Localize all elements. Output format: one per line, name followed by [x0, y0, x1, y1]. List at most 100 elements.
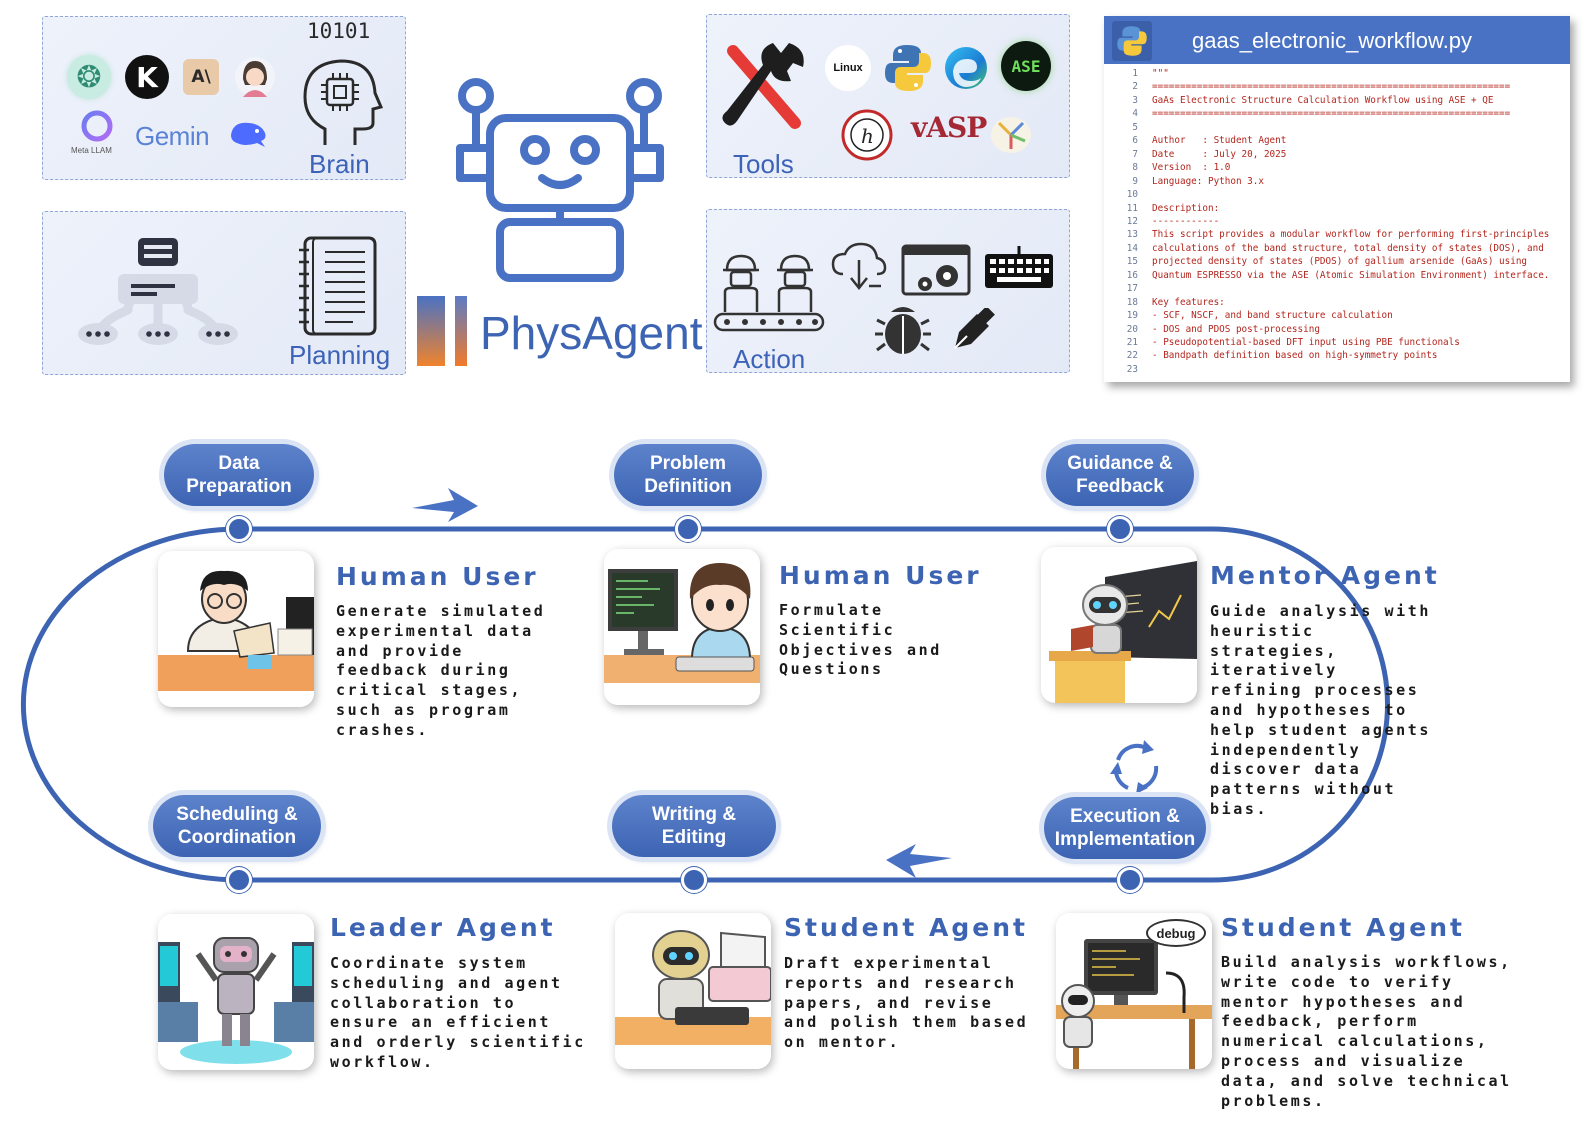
code-line-number: 14 — [1126, 242, 1138, 254]
student-writer-illustration — [615, 913, 771, 1069]
browser-settings-icon — [901, 244, 973, 298]
stage-problem-definition: Problem Definition — [614, 444, 762, 506]
code-line-number: 5 — [1132, 121, 1138, 133]
action-panel: Action — [706, 209, 1070, 374]
code-line-number: 3 — [1132, 94, 1138, 106]
code-line-text: Description: — [1152, 202, 1220, 214]
code-line: 4 =======================================… — [1104, 108, 1570, 122]
code-line: 2=======================================… — [1104, 81, 1570, 95]
notebook-icon — [295, 234, 381, 338]
action-label: Action — [733, 344, 806, 374]
brain-binary: 10101 — [307, 19, 371, 43]
code-line-number: 7 — [1132, 148, 1138, 160]
code-line-text: Language: Python 3.x — [1152, 175, 1264, 187]
edge-logo — [943, 45, 989, 91]
code-line-number: 2 — [1132, 81, 1138, 93]
code-line-number: 1 — [1132, 68, 1138, 79]
code-line-number: 19 — [1126, 310, 1138, 322]
code-line-text: This script provides a modular workflow … — [1152, 229, 1550, 241]
code-line: 10 — [1104, 189, 1570, 203]
code-line-number: 9 — [1132, 175, 1138, 187]
stage-writing-editing: Writing & Editing — [612, 795, 776, 857]
forward-arrow-icon — [412, 488, 478, 522]
code-line: 12 ------------ — [1104, 216, 1570, 230]
robot-icon — [450, 70, 670, 286]
code-line: 14 calculations of the band structure, to… — [1104, 243, 1570, 257]
code-line-number: 10 — [1126, 189, 1138, 201]
code-line-number: 6 — [1132, 135, 1138, 147]
node-dot — [226, 516, 252, 542]
code-line: 7 Date : July 20, 2025 — [1104, 149, 1570, 163]
gemini-logo: Gemin — [135, 121, 210, 151]
physagent-title: PhysAgent — [480, 307, 703, 359]
node-dot — [226, 867, 252, 893]
brain-panel: ❂ K A\ Meta LLAM Gemin — [42, 16, 406, 180]
code-line: 20 - DOS and PDOS post-processing — [1104, 324, 1570, 338]
anthropic-logo: A\ — [183, 59, 219, 95]
code-line-text: ------------ — [1152, 215, 1220, 227]
code-line-text: GaAs Electronic Structure Calculation Wo… — [1152, 94, 1494, 106]
planning-label: Planning — [289, 340, 391, 370]
code-line-text: Quantum ESPRESSO via the ASE (Atomic Sim… — [1152, 269, 1550, 281]
cycle-icon — [1106, 738, 1166, 798]
python-file-icon — [1112, 21, 1152, 61]
node-dot — [1117, 867, 1143, 893]
code-titlebar: gaas_electronic_workflow.py — [1104, 16, 1570, 64]
code-line-text: """ — [1152, 68, 1169, 79]
code-line-text: Key features: — [1152, 296, 1225, 308]
code-line: 16 Quantum ESPRESSO via the ASE (Atomic S… — [1104, 270, 1570, 284]
code-line-number: 12 — [1126, 215, 1138, 227]
code-line-text: Version : 1.0 — [1152, 162, 1231, 174]
agent-desc-leader: Coordinate system scheduling and agent c… — [330, 954, 586, 1071]
code-line: 19 - SCF, NSCF, and band structure calcul… — [1104, 310, 1570, 324]
brain-label: Brain — [309, 149, 370, 179]
code-line-text: - DOS and PDOS post-processing — [1152, 323, 1320, 335]
human-user-computer-illustration — [604, 549, 760, 705]
backward-arrow-icon — [886, 844, 952, 878]
keyboard-icon — [983, 244, 1055, 292]
cloud-download-icon — [831, 242, 887, 294]
code-line-number: 22 — [1126, 350, 1138, 362]
deepseek-logo — [227, 115, 271, 151]
agent-desc-mentor: Guide analysis with heuristic strategies… — [1210, 602, 1431, 818]
code-line-text: - Bandpath definition based on high-symm… — [1152, 350, 1438, 362]
code-line: 9 Language: Python 3.x — [1104, 176, 1570, 190]
fhi-aims-logo: h — [839, 107, 895, 163]
tools-label: Tools — [733, 149, 794, 179]
agent-title-mentor: Mentor Agent — [1210, 561, 1440, 590]
node-dot — [675, 516, 701, 542]
debug-bubble: debug — [1146, 919, 1206, 947]
agent-title-leader: Leader Agent — [330, 913, 556, 942]
workers-conveyor-icon — [711, 248, 827, 334]
agent-title-human-user-2: Human User — [779, 561, 982, 590]
kimi-logo: K — [125, 55, 169, 99]
vesta-logo — [989, 115, 1033, 155]
code-line-text: projected density of states (PDOS) of ga… — [1152, 256, 1528, 268]
agent-desc-student-writer: Draft experimental reports and research … — [784, 954, 1029, 1052]
meta-llama-logo: Meta LLAM — [71, 109, 131, 157]
code-line-number: 13 — [1126, 229, 1138, 241]
code-line-text: ========================================… — [1152, 108, 1511, 120]
python-logo — [885, 43, 931, 93]
human-user-reviewer-illustration — [158, 551, 314, 707]
code-line-number: 4 — [1132, 108, 1138, 120]
code-line: 13 This script provides a modular workflo… — [1104, 229, 1570, 243]
code-line: 5 — [1104, 122, 1570, 136]
pen-icon — [951, 306, 995, 352]
openai-logo: ❂ — [67, 55, 111, 99]
code-line-number: 16 — [1126, 269, 1138, 281]
agent-title-student-writer: Student Agent — [784, 913, 1029, 942]
code-line-number: 17 — [1126, 283, 1138, 295]
code-line-text: calculations of the band structure, tota… — [1152, 242, 1544, 254]
code-line-text: - SCF, NSCF, and band structure calculat… — [1152, 310, 1393, 322]
agent-desc-human-user-2: Formulate Scientific Objectives and Ques… — [779, 601, 942, 679]
wrench-screwdriver-icon — [719, 35, 809, 135]
code-line-number: 20 — [1126, 323, 1138, 335]
code-filename: gaas_electronic_workflow.py — [1192, 28, 1473, 53]
node-dot — [1107, 516, 1133, 542]
linux-logo: Linux — [825, 45, 871, 91]
svg-text:h: h — [861, 124, 874, 148]
code-line-number: 21 — [1126, 337, 1138, 348]
code-line-text: Date : July 20, 2025 — [1152, 148, 1287, 160]
